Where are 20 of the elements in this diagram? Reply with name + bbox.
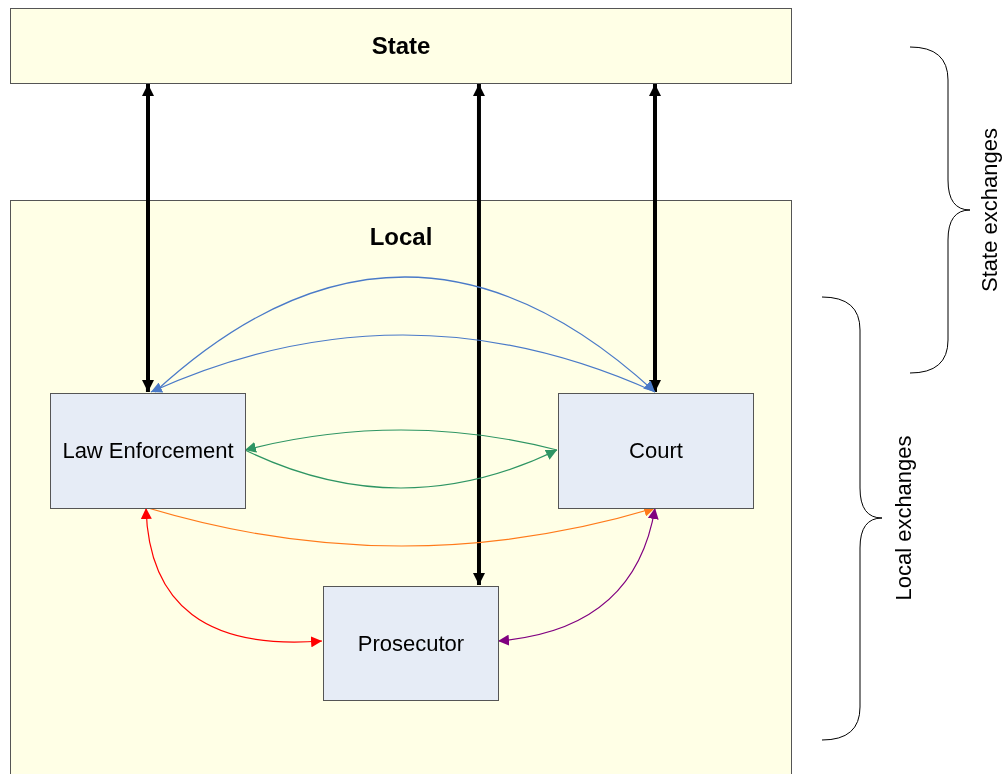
bracket-label: Local exchanges xyxy=(891,435,917,601)
bracket-label: State exchanges xyxy=(977,128,1003,292)
box-label: Court xyxy=(628,437,684,466)
arrow xyxy=(244,449,558,489)
local-area xyxy=(10,200,792,774)
arrow xyxy=(497,507,659,646)
group-title: Local xyxy=(369,223,433,251)
arrow xyxy=(472,84,485,585)
process-box xyxy=(50,393,246,509)
arrow xyxy=(649,84,661,392)
arrow xyxy=(142,84,154,392)
arrow xyxy=(150,334,656,393)
box-label: Law Enforcement xyxy=(61,437,235,466)
box-label: Prosecutor xyxy=(356,629,466,658)
group-title: State xyxy=(371,32,431,60)
state-band xyxy=(10,8,792,84)
process-box xyxy=(558,393,754,509)
process-box xyxy=(323,586,499,701)
arrow xyxy=(141,507,323,647)
arrow xyxy=(244,429,558,453)
